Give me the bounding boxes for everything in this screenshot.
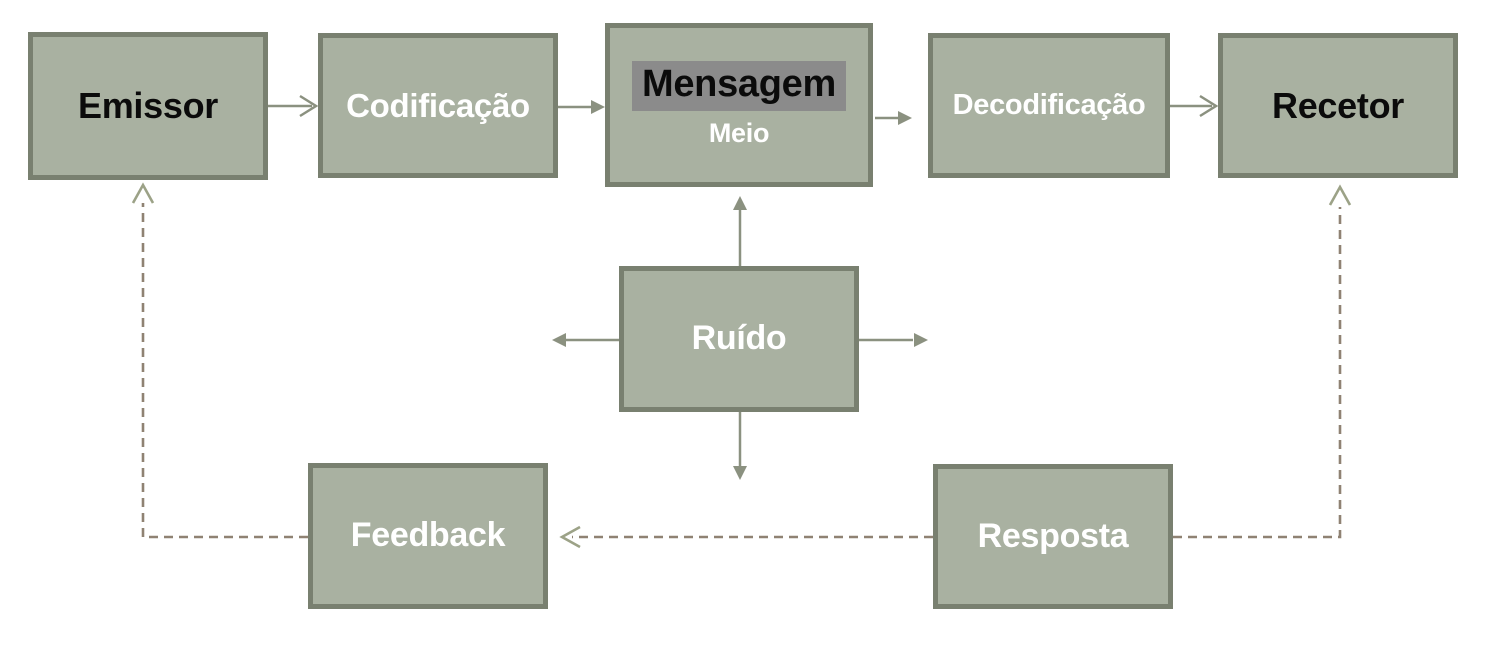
arrow-decodificacao-to-recetor-icon — [1170, 94, 1219, 118]
box-mensagem: Mensagem Meio — [605, 23, 873, 187]
arrow-ruido-right-icon — [859, 333, 928, 347]
box-ruido: Ruído — [619, 266, 859, 412]
arrow-ruido-left-icon — [552, 333, 619, 347]
box-codificacao: Codificação — [318, 33, 558, 178]
mensagem-label: Mensagem — [631, 61, 846, 111]
box-resposta: Resposta — [933, 464, 1173, 609]
dashed-arrow-feedback-to-emissor-icon — [131, 182, 308, 539]
feedback-label: Feedback — [350, 516, 506, 555]
arrow-emissor-to-codificacao-icon — [268, 94, 319, 118]
codificacao-label: Codificação — [346, 86, 530, 124]
box-feedback: Feedback — [308, 463, 548, 609]
meio-label: Meio — [708, 117, 770, 148]
arrow-codificacao-to-mensagem-icon — [558, 100, 605, 114]
arrow-ruido-down-icon — [733, 412, 747, 480]
box-recetor: Recetor — [1218, 33, 1458, 178]
box-decodificacao: Decodificação — [928, 33, 1170, 178]
dashed-arrow-resposta-to-recetor-icon — [1173, 184, 1352, 539]
arrow-ruido-up-icon — [733, 196, 747, 266]
box-emissor: Emissor — [28, 32, 268, 180]
resposta-label: Resposta — [977, 516, 1129, 555]
recetor-label: Recetor — [1272, 84, 1404, 126]
ruido-label: Ruído — [691, 319, 787, 358]
dashed-arrow-resposta-to-feedback-icon — [559, 525, 933, 549]
emissor-label: Emissor — [78, 85, 218, 127]
decodificacao-label: Decodificação — [952, 88, 1146, 121]
arrow-mensagem-to-decodificacao-icon — [875, 111, 912, 125]
